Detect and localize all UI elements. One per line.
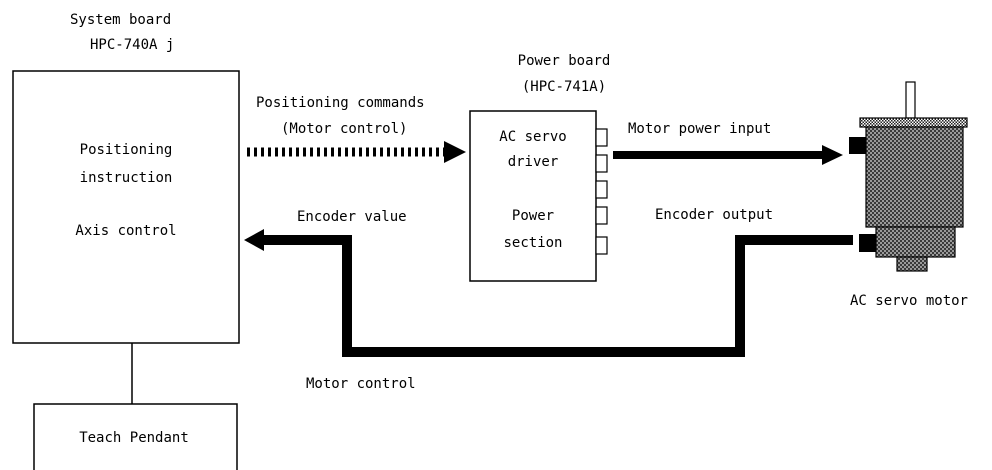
system-board-line-2: instruction: [80, 170, 173, 186]
ac-servo-motor-label: AC servo motor: [850, 293, 968, 309]
power-board-terminal-2: [595, 154, 608, 173]
power-board-line-4: section: [503, 235, 562, 251]
motor-flange: [859, 117, 968, 128]
motor-body: [865, 126, 964, 228]
power-board-terminal-1: [595, 128, 608, 147]
encoder-value-arrowhead: [244, 229, 264, 251]
motor-encoder-terminal: [859, 234, 876, 252]
teach-pendant-box: [33, 403, 238, 470]
motor-power-input-arrowhead: [822, 145, 843, 165]
power-board-terminal-3: [595, 180, 608, 199]
encoder-feedback-path: [262, 235, 853, 357]
power-board-terminal-5: [595, 236, 608, 255]
motor-power-terminal: [849, 137, 866, 154]
system-board-line-1: Positioning: [80, 142, 173, 158]
motor-control-label: Motor control: [306, 376, 416, 392]
power-board-terminal-4: [595, 206, 608, 225]
power-board-line-2: driver: [508, 154, 559, 170]
power-board-line-3: Power: [512, 208, 554, 224]
motor-encoder-cap: [896, 256, 928, 272]
ac-servo-motor: [849, 81, 968, 272]
teach-pendant-label: Teach Pendant: [79, 430, 189, 446]
motor-encoder-housing: [875, 226, 956, 258]
power-board-line-1: AC servo: [499, 129, 566, 145]
encoder-output-label: Encoder output: [655, 207, 773, 223]
system-board-title: System board: [70, 12, 171, 28]
power-board-model: (HPC-741A): [522, 79, 606, 95]
positioning-commands-label: Positioning commands: [256, 95, 425, 111]
positioning-commands-arrowhead: [444, 141, 466, 163]
motor-power-input-label: Motor power input: [628, 121, 771, 137]
encoder-value-label: Encoder value: [297, 209, 407, 225]
positioning-commands-sublabel: (Motor control): [281, 121, 407, 137]
system-board-box: [12, 70, 240, 344]
system-board-line-3: Axis control: [75, 223, 176, 239]
system-board-model: HPC-740A j: [90, 37, 174, 53]
power-board-title: Power board: [518, 53, 611, 69]
motor-shaft: [905, 81, 916, 119]
